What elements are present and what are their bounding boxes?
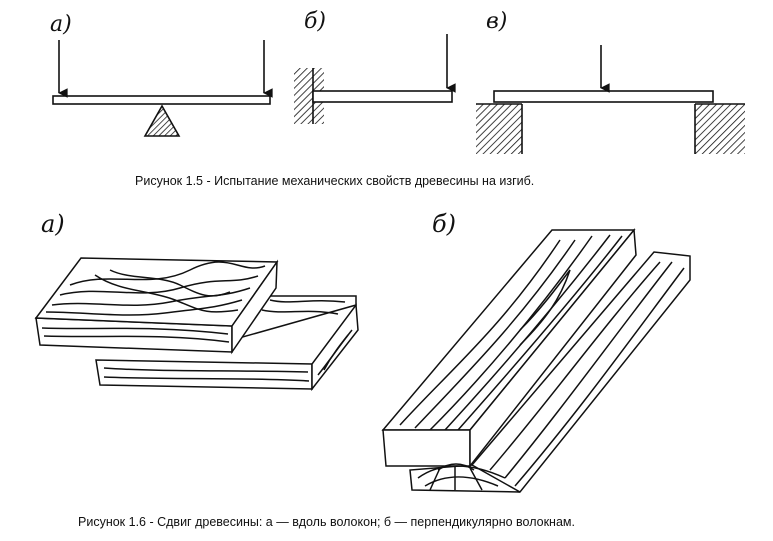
- bending-scheme-a: [52, 40, 273, 137]
- label-scheme-a: а): [50, 12, 72, 37]
- shear-along-grain-drawing: [34, 257, 359, 392]
- beam-b: [312, 90, 453, 103]
- left-support-hatch: [476, 104, 522, 154]
- right-support-hatch: [695, 104, 745, 154]
- bending-scheme-c: [476, 45, 745, 154]
- bending-scheme-b: [294, 34, 456, 124]
- beam-a: [52, 95, 271, 105]
- caption-figure-1-6: Рисунок 1.6 - Сдвиг древесины: а — вдоль…: [78, 515, 575, 529]
- label-shear-b: б): [432, 210, 457, 238]
- label-scheme-b: б): [304, 9, 327, 34]
- caption-figure-1-5: Рисунок 1.5 - Испытание механических сво…: [135, 174, 535, 188]
- triangle-support: [143, 104, 181, 137]
- label-scheme-c: в): [486, 9, 508, 34]
- beam-c: [493, 90, 714, 103]
- label-shear-a: а): [41, 210, 65, 238]
- shear-across-grain-drawing: [381, 228, 691, 493]
